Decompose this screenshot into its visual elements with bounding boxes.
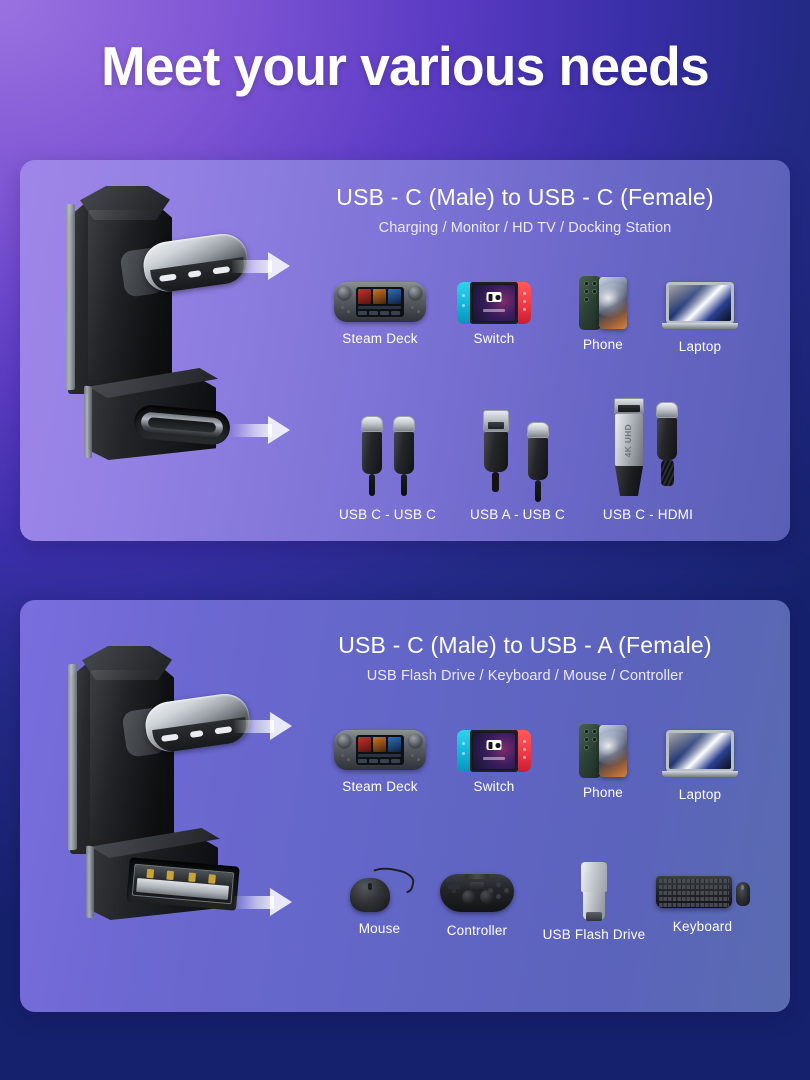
adapter-edge-highlight (68, 663, 77, 851)
flow-arrow-top (234, 712, 294, 740)
cable-item-usb-a-to-usb-c: USB A - USB C (450, 410, 585, 522)
usb-c-male-to-usb-c-female-adapter (42, 180, 251, 500)
device-label: Steam Deck (342, 779, 418, 794)
panel-1-heading: USB - C (Male) to USB - C (Female) Charg… (265, 184, 785, 236)
usb-c-male-to-usb-a-female-adapter (44, 640, 253, 970)
smartphone-icon (579, 724, 627, 778)
game-controller-icon (440, 868, 514, 916)
device-label: Phone (582, 785, 624, 800)
keyboard-icon (655, 872, 750, 912)
steam-deck-icon (334, 728, 426, 772)
mouse-icon (349, 863, 416, 914)
cable-item-usb-c-to-usb-c: USB C - USB C (320, 416, 455, 522)
device-item-laptop: Laptop (640, 282, 760, 354)
cable-label: USB C - USB C (338, 507, 437, 522)
device-item-steam-deck: Steam Deck (315, 728, 445, 794)
peripheral-item-keyboard: Keyboard (635, 872, 770, 934)
panel-1-title: USB - C (Male) to USB - C (Female) (336, 184, 714, 210)
laptop-icon (662, 282, 738, 332)
peripheral-label: Mouse (358, 921, 401, 936)
flow-arrow-bottom (232, 416, 292, 444)
adapter-body (68, 198, 172, 394)
peripheral-label: USB Flash Drive (542, 927, 646, 942)
cable-label: USB C - HDMI (602, 507, 694, 522)
peripheral-label: Keyboard (672, 919, 733, 934)
device-item-phone: Phone (548, 724, 658, 800)
usb-a-to-usb-c-cable-icon (479, 410, 557, 502)
adapter-body (70, 658, 174, 854)
usb-c-to-usb-c-cable-icon (353, 416, 423, 500)
adapter-edge-highlight (66, 203, 75, 391)
device-label: Steam Deck (342, 331, 418, 346)
page-title: Meet your various needs (101, 35, 710, 97)
device-item-switch: Switch (430, 730, 558, 794)
panel-usb-c-to-usb-c: USB - C (Male) to USB - C (Female) Charg… (20, 160, 790, 541)
adapter-face-highlight (90, 670, 162, 840)
adapter-foot-edge-highlight (86, 845, 94, 919)
peripheral-item-usb-flash-drive: USB Flash Drive (520, 862, 668, 942)
panel-usb-c-to-usb-a: USB - C (Male) to USB - A (Female) USB F… (20, 600, 790, 1012)
device-item-laptop: Laptop (640, 730, 760, 802)
device-item-phone: Phone (548, 276, 658, 352)
device-label: Laptop (678, 787, 722, 802)
panel-2-heading: USB - C (Male) to USB - A (Female) USB F… (265, 632, 785, 684)
device-label: Switch (473, 331, 515, 346)
usb-c-to-hdmi-cable-icon: 4K UHD (608, 398, 688, 500)
device-item-switch: Switch (430, 282, 558, 346)
smartphone-icon (579, 276, 627, 330)
device-label: Switch (473, 779, 515, 794)
adapter-face-highlight (88, 210, 160, 380)
adapter-foot-edge-highlight (84, 385, 92, 459)
usb-a-female-port-icon (126, 857, 240, 911)
steam-deck-icon (334, 280, 426, 324)
usb-flash-drive-icon (581, 862, 607, 921)
hdmi-cable-badge: 4K UHD (624, 423, 634, 457)
peripheral-item-controller: Controller (412, 868, 542, 938)
device-label: Laptop (678, 339, 722, 354)
peripheral-label: Controller (446, 923, 508, 938)
flow-arrow-top (232, 252, 292, 280)
flow-arrow-bottom (234, 888, 294, 916)
nintendo-switch-icon (457, 730, 531, 772)
peripheral-item-mouse: Mouse (322, 863, 437, 936)
nintendo-switch-icon (457, 282, 531, 324)
device-item-steam-deck: Steam Deck (315, 280, 445, 346)
device-label: Phone (582, 337, 624, 352)
cable-item-usb-c-to-hdmi: 4K UHD USB C - HDMI (578, 398, 718, 522)
panel-2-title: USB - C (Male) to USB - A (Female) (338, 632, 712, 658)
panel-2-subtitle: USB Flash Drive / Keyboard / Mouse / Con… (366, 668, 684, 684)
cable-label: USB A - USB C (470, 507, 565, 522)
panel-1-subtitle: Charging / Monitor / HD TV / Docking Sta… (378, 220, 672, 236)
laptop-icon (662, 730, 738, 780)
